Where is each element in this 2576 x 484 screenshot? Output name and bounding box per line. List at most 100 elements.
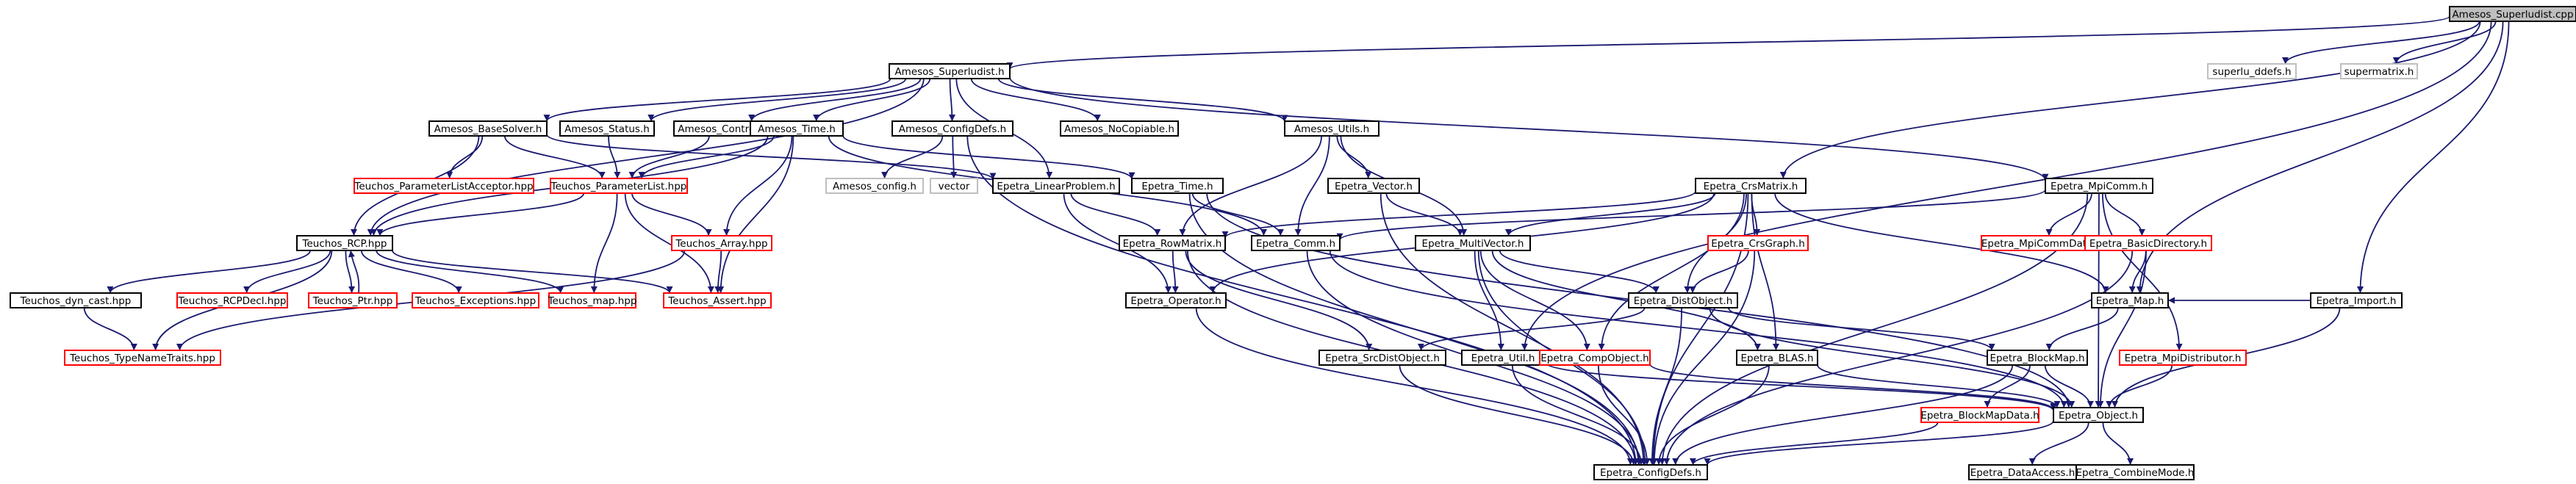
graph-node[interactable]: Epetra_BlockMap.h [1987,350,2088,366]
edges-layer [83,15,2510,466]
node-box [1593,464,1708,480]
node-box [296,235,393,251]
node-label: Teuchos_Ptr.hpp [312,295,393,307]
graph-node[interactable]: Epetra_Import.h [2310,292,2403,308]
edge-n39-n47 [1399,364,1637,466]
graph-node[interactable]: Epetra_Object.h [2053,407,2144,423]
edge-n4-n14 [503,135,606,179]
graph-node[interactable]: Epetra_DistObject.h [1628,292,1738,308]
edge-n14-n32 [590,192,618,294]
graph-node[interactable]: Amesos_Time.h [750,120,844,137]
node-label: Teuchos_map.hpp [548,295,637,307]
edge-n7-n16 [842,135,1135,180]
edge-n19-n24 [1385,192,1464,236]
graph-node[interactable]: Teuchos_RCP.hpp [296,235,393,251]
graph-node[interactable]: Teuchos_Exceptions.hpp [412,292,539,308]
graph-node[interactable]: Teuchos_RCPDecl.hpp [176,292,288,308]
edge-n12-n26 [2045,192,2092,236]
edge-n34-n47 [1195,307,1634,466]
graph-node[interactable]: Epetra_BasicDirectory.h [2084,235,2212,251]
graph-node[interactable]: Teuchos_dyn_cast.hpp [10,292,142,308]
node-label: Epetra_ConfigDefs.h [1600,467,1701,479]
edge-n23-n46 [1329,250,2067,408]
graph-node: superlu_ddefs.h [2207,63,2297,79]
graph-node[interactable]: Amesos_Superludist.h [889,63,1011,79]
graph-node[interactable]: Epetra_Comm.h [1251,235,1341,251]
node-label: Epetra_LinearProblem.h [997,181,1115,192]
graph-node[interactable]: Epetra_BlockMapData.h [1920,407,2039,423]
graph-node[interactable]: Teuchos_ParameterList.hpp [550,178,688,194]
node-box [548,292,636,308]
node-box [2340,63,2418,79]
edge-n1-n6 [748,78,922,122]
edge-n28-n38 [83,307,137,351]
graph-node[interactable]: Epetra_DataAccess.h [1968,464,2077,480]
node-label: Epetra_BlockMapData.h [1920,410,2039,422]
node-label: Amesos_config.h [833,181,916,192]
edge-n40-n47 [1511,364,1645,466]
graph-node[interactable]: Teuchos_TypeNameTraits.hpp [64,350,221,366]
graph-node[interactable]: Amesos_ConfigDefs.h [891,120,1013,137]
graph-node[interactable]: Epetra_Map.h [2091,292,2169,308]
node-label: Amesos_Superludist.h [894,66,1004,78]
node-box [891,120,1013,137]
edge-n1-n8 [948,78,955,122]
graph-node[interactable]: Epetra_Operator.h [1125,292,1227,308]
graph-node[interactable]: Epetra_LinearProblem.h [992,178,1120,194]
graph-node[interactable]: Amesos_BaseSolver.h [428,120,548,137]
node-label: vector [939,181,970,192]
graph-node[interactable]: Epetra_RowMatrix.h [1119,235,1226,251]
graph-node[interactable]: Epetra_BLAS.h [1736,350,1818,366]
node-label: Amesos_Status.h [564,123,650,135]
node-label: Teuchos_dyn_cast.hpp [20,295,132,307]
graph-node[interactable]: Epetra_SrcDistObject.h [1319,350,1446,366]
graph-node[interactable]: Teuchos_Array.hpp [671,235,772,251]
graph-node[interactable]: Epetra_MpiComm.h [2045,178,2153,194]
node-box [1736,350,1818,366]
graph-node[interactable]: Epetra_Util.h [1461,350,1545,366]
graph-node[interactable]: Amesos_Superludist.cpp [2449,6,2576,22]
node-box [2091,292,2169,308]
node-box [1415,235,1531,251]
graph-node[interactable]: Epetra_CrsGraph.h [1707,235,1809,251]
node-box [428,120,548,137]
node-box [1707,235,1809,251]
graph-node[interactable]: Amesos_Control.h [673,120,772,137]
node-box [10,292,142,308]
graph-node[interactable]: Amesos_NoCopiable.h [1060,120,1179,137]
edge-n46-n49 [2102,422,2134,466]
node-box [1319,350,1446,366]
graph-node[interactable]: Epetra_MpiCommData.h [1981,235,2103,251]
edge-n4-n15 [546,134,997,181]
node-box [2045,178,2153,194]
edge-n27-n46 [2097,250,2147,408]
graph-node[interactable]: Amesos_Status.h [559,120,655,137]
graph-node[interactable]: Epetra_CombineMode.h [2075,464,2195,480]
edge-n35-n47 [1648,307,1683,466]
graph-node[interactable]: Teuchos_ParameterListAcceptor.hpp [354,178,534,194]
node-label: Epetra_CrsMatrix.h [1704,181,1798,192]
graph-node[interactable]: Teuchos_Ptr.hpp [308,292,398,308]
node-label: Epetra_Time.h [1141,181,1213,192]
edge-n10-n22 [1179,135,1322,236]
graph-node[interactable]: Teuchos_map.hpp [548,292,637,308]
edge-n44-n46 [2106,364,2173,408]
graph-node[interactable]: Epetra_ConfigDefs.h [1593,464,1708,480]
edge-n16-n23 [1191,192,1284,236]
node-box [930,178,978,194]
node-box [992,178,1120,194]
node-label: Epetra_MpiDistributor.h [2125,353,2242,364]
edge-n20-n33 [392,250,673,294]
edge-n40-n46 [1543,361,2057,411]
graph-node[interactable]: Epetra_CompObject.h [1539,350,1651,366]
graph-node[interactable]: Epetra_Vector.h [1327,178,1420,194]
graph-node[interactable]: Epetra_Time.h [1131,178,1224,194]
node-label: Epetra_Util.h [1471,353,1535,364]
node-box [1060,120,1179,137]
graph-node[interactable]: Teuchos_Assert.hpp [663,292,772,308]
graph-node[interactable]: Amesos_Utils.h [1284,120,1380,137]
graph-node[interactable]: Epetra_MultiVector.h [1415,235,1531,251]
graph-node[interactable]: Epetra_CrsMatrix.h [1695,178,1807,194]
graph-node[interactable]: Epetra_MpiDistributor.h [2119,350,2247,366]
node-label: Epetra_CompObject.h [1540,353,1649,364]
